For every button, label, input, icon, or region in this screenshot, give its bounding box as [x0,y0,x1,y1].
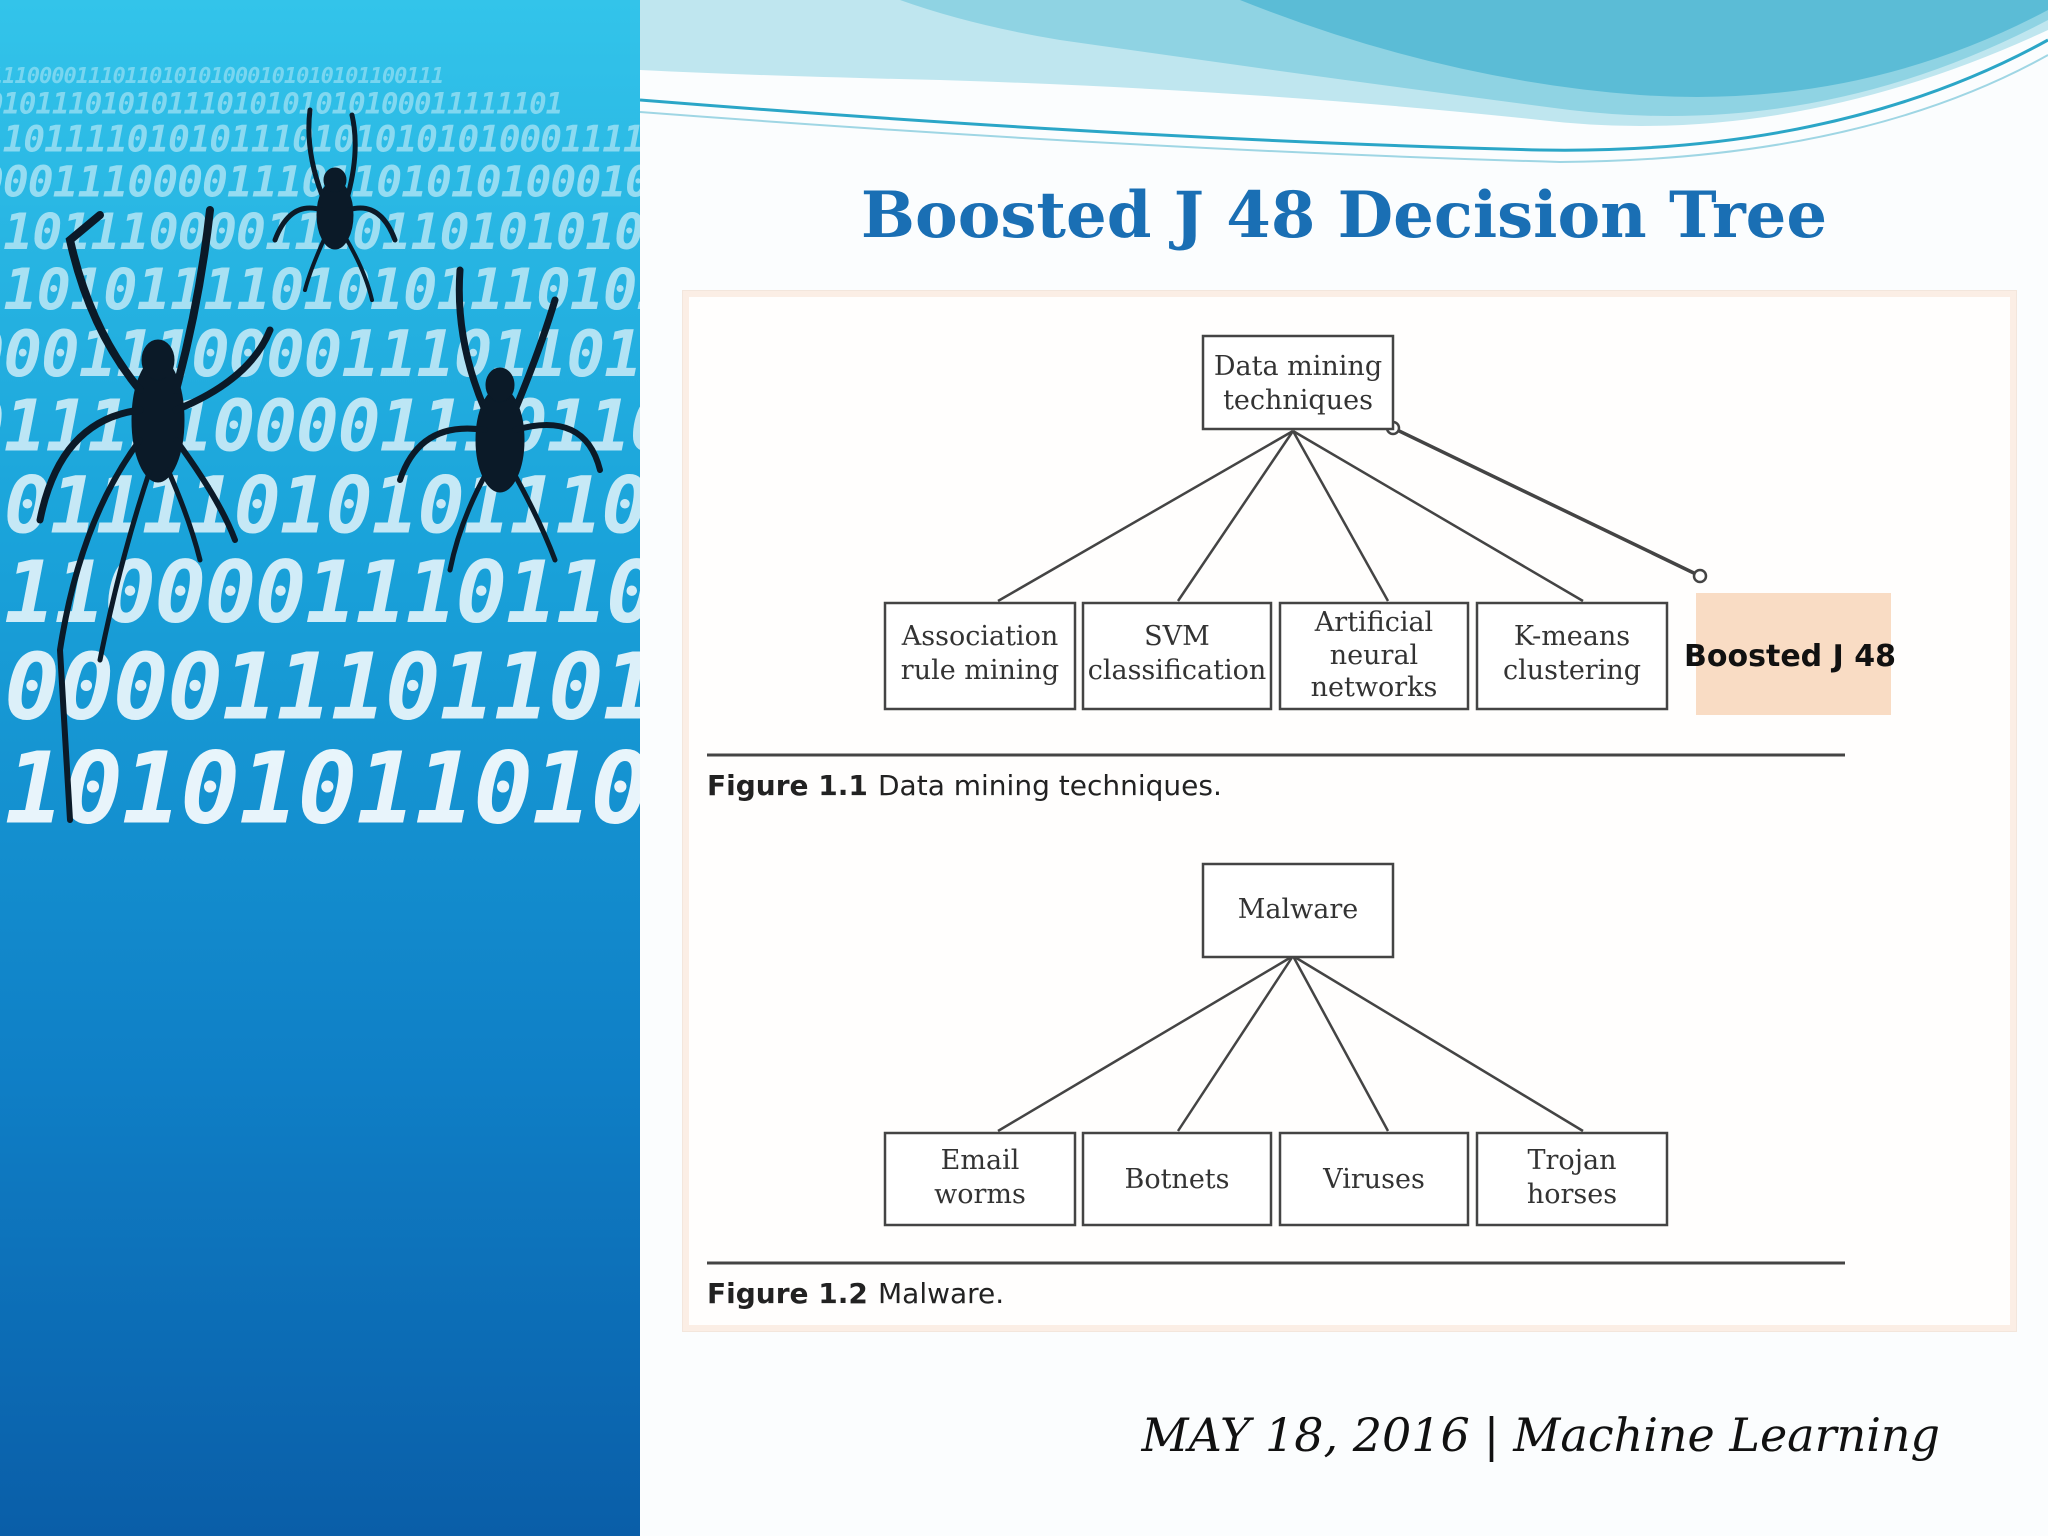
node-label: networks [1311,672,1438,703]
edge [1176,955,1295,1132]
node-label: clustering [1503,655,1641,686]
spider-icon [36,206,274,823]
slide-footer: MAY 18, 2016|Machine Learning [1142,1408,1941,1462]
boosted-j48-highlight: Boosted J 48 [1684,593,1896,715]
node-label: Viruses [1322,1164,1425,1195]
figure-panel: Data mining techniques Association rule … [682,290,2017,1332]
binary-row: 1110000111011010101000101010101100111 [0,64,443,89]
node-label: Malware [1238,894,1358,925]
node-label: SVM [1144,621,1210,652]
node-label: Association [901,621,1058,652]
tree-child-node: Email worms [883,1131,1077,1227]
figure-number: Figure 1.2 [707,1277,868,1310]
footer-topic: Machine Learning [1513,1408,1940,1462]
spiders-illustration [36,107,603,823]
figure-caption: Malware. [878,1277,1004,1310]
decision-tree-diagrams: Data mining techniques Association rule … [707,334,1896,1310]
connector-dot [1692,568,1708,584]
node-label: rule mining [901,655,1059,686]
edge [1291,430,1390,602]
tree-child-node: Artificial neural networks [1278,601,1470,711]
spider-icon [397,266,603,573]
binary-row: 11010111101010111010101010100011111101 [0,257,640,323]
binary-row: 100001110110101010001010101 [0,633,640,740]
edge [997,429,1294,603]
edge [1176,430,1295,602]
tree-child-node: Viruses [1278,1131,1470,1227]
node-label: Trojan [1527,1145,1616,1176]
figure-caption: Data mining techniques. [878,769,1222,802]
node-label: Data mining [1214,351,1382,382]
figure-number: Figure 1.1 [707,769,868,802]
binary-row: 1101111010101110101010101000111110101 [0,119,640,160]
edge [1392,426,1701,578]
slide-title: Boosted J 48 Decision Tree [860,178,1828,253]
edge [1292,429,1584,603]
footer-separator: | [1483,1408,1500,1462]
tree-child-node: Botnets [1081,1131,1273,1227]
node-label: worms [934,1179,1026,1210]
binary-row: 01011101010111010101010100011111101 [0,87,562,121]
tree-root-node: Data mining techniques [1201,334,1395,431]
tree-root-node: Malware [1201,862,1395,959]
tree-child-node: Association rule mining [883,601,1077,711]
top-wave-decoration [640,0,2048,164]
tree-child-node: SVM classification [1081,601,1273,711]
node-label: horses [1527,1179,1617,1210]
node-label: techniques [1223,385,1373,416]
node-label: K-means [1514,621,1630,652]
edge [1292,954,1584,1133]
edge [997,954,1294,1133]
binary-row: 110101011010101010100011 [0,731,640,846]
footer-date: MAY 18, 2016 [1141,1408,1470,1462]
node-label: Artificial [1314,607,1433,638]
tree-child-node: Trojan horses [1475,1131,1669,1227]
node-label: Email [941,1145,1020,1176]
edge [1291,955,1390,1132]
node-label: Botnets [1124,1164,1229,1195]
highlight-label: Boosted J 48 [1684,639,1896,674]
node-label: neural [1330,640,1418,671]
node-label: classification [1088,655,1267,686]
tree-child-node: K-means clustering [1475,601,1669,711]
spider-icon [272,107,398,302]
